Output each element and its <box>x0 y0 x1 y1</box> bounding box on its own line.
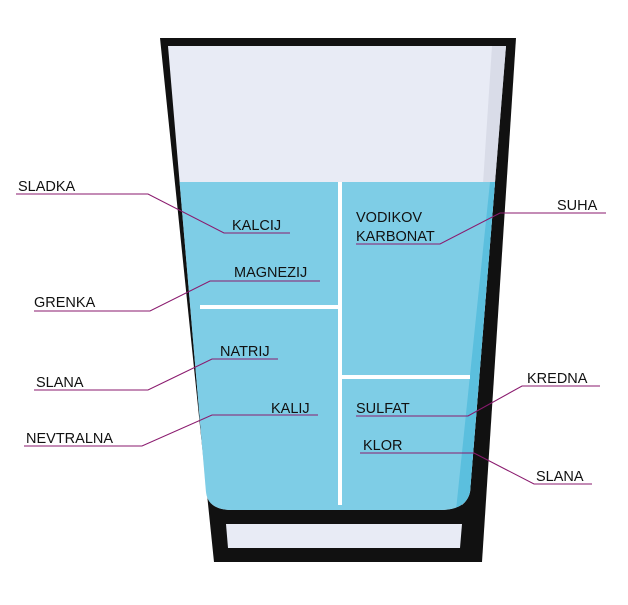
taste-kredna: KREDNA <box>527 371 588 387</box>
water-group <box>168 182 506 510</box>
leader-grenka <box>34 280 320 312</box>
label-kalcij: KALCIJ <box>232 218 281 234</box>
taste-grenka: GRENKA <box>34 295 96 311</box>
leader-slana-right <box>360 452 592 485</box>
leader-lines <box>16 193 606 485</box>
taste-slana-left: SLANA <box>36 375 84 391</box>
leader-slana-left <box>34 358 278 391</box>
label-karbonat: KARBONAT <box>356 229 435 245</box>
taste-slana-right: SLANA <box>536 469 584 485</box>
leader-nevtralna <box>24 414 318 447</box>
label-natrij: NATRIJ <box>220 344 270 360</box>
leader-suha <box>356 212 606 245</box>
water-body <box>168 182 506 510</box>
label-vodikov: VODIKOV <box>356 210 422 226</box>
taste-nevtralna: NEVTRALNA <box>26 431 113 447</box>
label-sulfat: SULFAT <box>356 401 410 417</box>
dividers <box>200 182 470 505</box>
taste-sladka: SLADKA <box>18 179 76 195</box>
leader-sladka <box>16 193 290 234</box>
taste-suha: SUHA <box>557 198 598 214</box>
label-kalij: KALIJ <box>271 401 310 417</box>
leader-kredna <box>356 385 600 417</box>
label-klor: KLOR <box>363 438 403 454</box>
label-magnezij: MAGNEZIJ <box>234 265 307 281</box>
glass-base-window <box>226 524 462 548</box>
